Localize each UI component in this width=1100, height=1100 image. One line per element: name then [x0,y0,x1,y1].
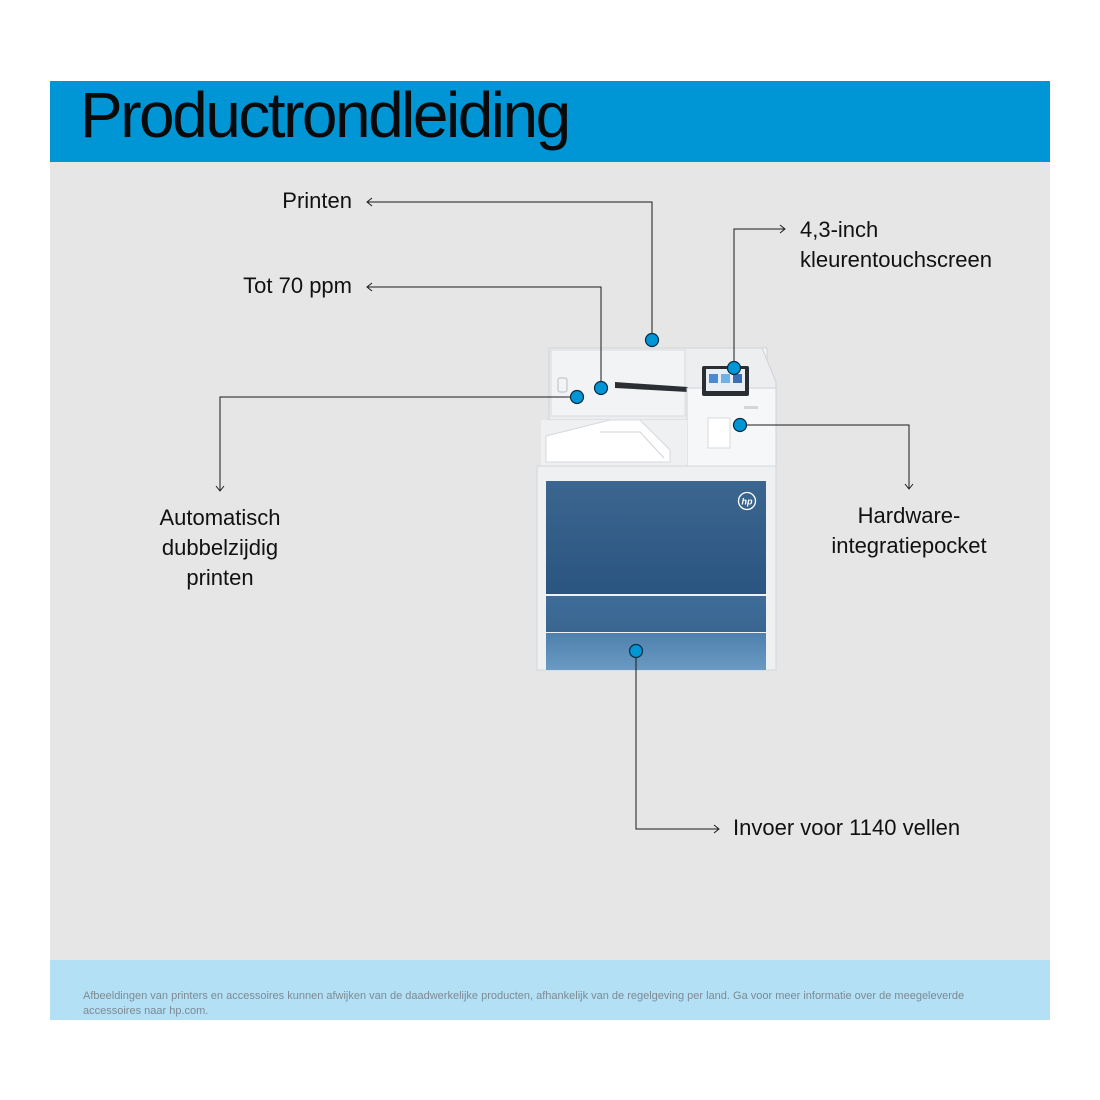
callout-duplex-line3: printen [186,565,254,590]
callout-lines [215,197,914,834]
marker-printen[interactable] [644,332,660,348]
callout-printen: Printen [282,188,352,213]
printer-image [536,347,777,671]
callout-touchscreen-line1: 4,3-inch [800,217,879,242]
page-title: Productrondleiding [80,79,571,151]
title-banner: Productrondleiding [50,81,1050,162]
callout-input: Invoer voor 1140 vellen [733,815,961,840]
marker-input[interactable] [628,643,644,659]
svg-text:hp: hp [742,497,753,507]
callout-duplex: Automatisch dubbelzijdig printen [120,503,320,593]
callout-duplex-line1: Automatisch [159,505,281,530]
marker-pocket[interactable] [732,417,748,433]
disclaimer-text: Afbeeldingen van printers en accessoires… [83,990,965,1017]
disclaimer-banner: Afbeeldingen van printers en accessoires… [50,960,1050,1020]
callout-duplex-line2: dubbelzijdig [161,535,279,560]
callout-touchscreen-line2: kleurentouchscreen [800,247,993,272]
marker-touchscreen[interactable] [726,360,742,376]
callout-pocket: Hardware- integratiepocket [809,501,1009,561]
hp-logo-icon: hp [737,491,757,511]
callout-speed: Tot 70 ppm [243,273,352,298]
callout-pocket-line1: Hardware- [857,503,961,528]
callout-touchscreen: 4,3-inch kleurentouchscreen [800,215,992,275]
marker-speed[interactable] [593,380,609,396]
callout-pocket-line2: integratiepocket [831,533,987,558]
marker-duplex[interactable] [569,389,585,405]
